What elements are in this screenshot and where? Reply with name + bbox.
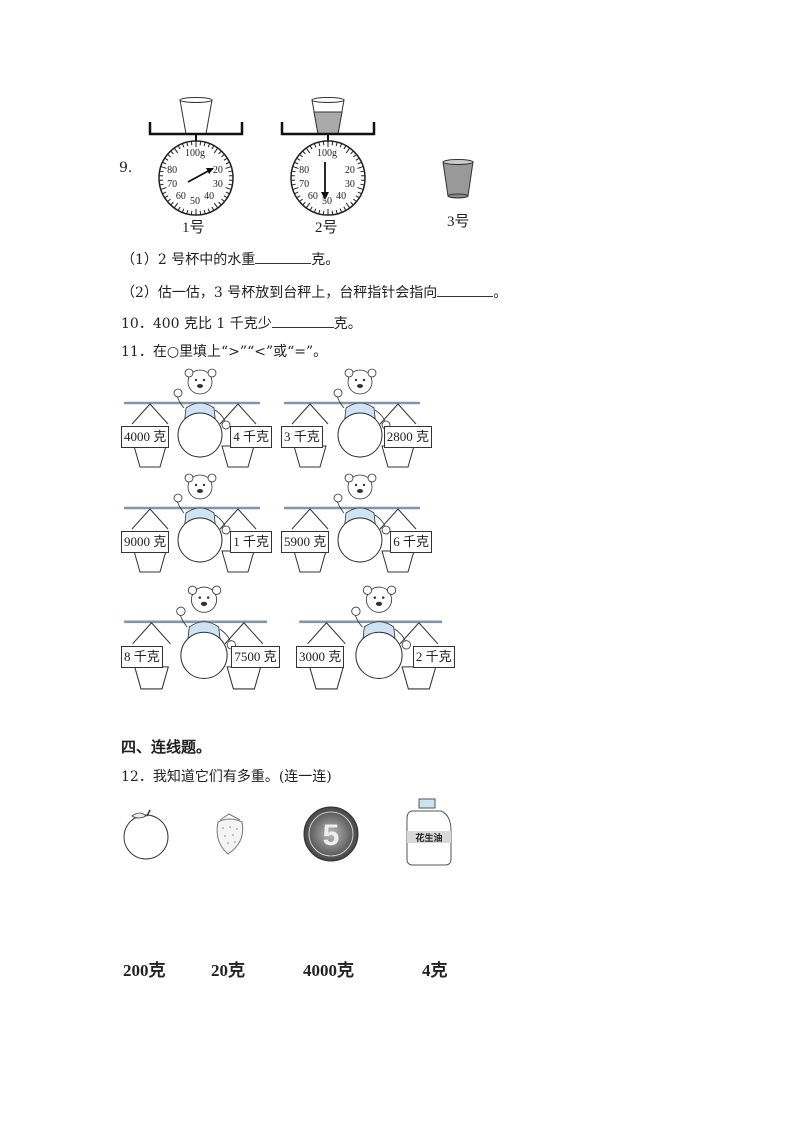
bear-scale-comparison: 3000 克 2 千克 — [295, 585, 455, 690]
right-weight-label: 7500 克 — [231, 645, 280, 668]
scales-illustration — [148, 97, 376, 216]
compare-circle[interactable] — [338, 413, 382, 457]
dial-number: 40 — [204, 191, 215, 203]
part-1-unit: 克。 — [311, 252, 340, 268]
question-9-number: 9. — [119, 160, 133, 176]
answer-blank[interactable] — [255, 249, 312, 264]
weight-option[interactable]: 4000克 — [303, 961, 354, 980]
dial-number: 60 — [175, 191, 186, 203]
question-10-unit: 克。 — [333, 316, 362, 332]
dial-number: 30 — [344, 179, 355, 191]
dial-number: 100g — [317, 148, 337, 159]
cup-1-label: 1号 — [182, 220, 205, 236]
section-4-title: 四、连线题。 — [121, 740, 212, 756]
cup-3-icon — [442, 159, 474, 199]
dial-number: 50 — [322, 196, 332, 207]
bear-scale-comparison: 9000 克 1 千克 — [120, 473, 272, 573]
apple-icon — [123, 809, 169, 860]
compare-circle[interactable] — [178, 518, 222, 562]
part-2-end: 。 — [493, 285, 508, 301]
left-weight-label: 9000 克 — [121, 531, 170, 553]
answer-blank[interactable] — [271, 313, 334, 328]
dial-number: 80 — [299, 164, 310, 176]
dial-number: 20 — [212, 164, 223, 176]
scale-1 — [148, 97, 244, 216]
dial-number: 100g — [185, 148, 205, 159]
cup-3-label: 3号 — [447, 214, 470, 230]
question-10-text: 10．400 克比 1 千克少 — [121, 316, 272, 332]
bear-scale-comparison: 8 千克 7500 克 — [120, 585, 280, 690]
compare-circle[interactable] — [338, 518, 382, 562]
question-9-part-2: （2）估一估，3 号杯放到台秤上，台秤指针会指向 。 — [121, 282, 507, 302]
dial-number: 60 — [307, 191, 318, 203]
right-weight-label: 6 千克 — [390, 531, 432, 553]
compare-circle[interactable] — [178, 413, 222, 457]
weight-option[interactable]: 4克 — [422, 961, 448, 980]
dial-number: 80 — [167, 164, 178, 176]
left-weight-label: 3 千克 — [281, 426, 323, 448]
weight-option[interactable]: 200克 — [123, 961, 166, 980]
left-weight-label: 5900 克 — [281, 531, 330, 553]
bear-scale-comparison: 3 千克 2800 克 — [280, 368, 432, 468]
weight-option[interactable]: 20克 — [211, 961, 245, 980]
dial-number: 50 — [190, 196, 200, 207]
question-12-prompt: 12．我知道它们有多重。(连一连) — [121, 769, 332, 785]
question-10: 10．400 克比 1 千克少 克。 — [121, 313, 362, 333]
coin-icon: 5 — [303, 806, 359, 862]
bear-scale-comparison: 5900 克 6 千克 — [280, 473, 432, 573]
right-weight-label: 1 千克 — [230, 531, 272, 553]
right-weight-label: 2800 克 — [383, 426, 432, 448]
dial-number: 40 — [336, 191, 347, 203]
answer-blank[interactable] — [437, 282, 494, 297]
part-2-text: （2）估一估，3 号杯放到台秤上，台秤指针会指向 — [121, 285, 438, 301]
dial-1 — [158, 140, 234, 216]
left-weight-label: 3000 克 — [296, 645, 345, 668]
cup-2-label: 2号 — [315, 220, 338, 236]
part-1-text: （1）2 号杯中的水重 — [121, 252, 256, 268]
left-weight-label: 8 千克 — [121, 645, 163, 668]
question-9-part-1: （1）2 号杯中的水重 克。 — [121, 249, 339, 269]
dial-number: 20 — [344, 164, 355, 176]
dial-2 — [290, 140, 366, 216]
right-weight-label: 4 千克 — [230, 426, 272, 448]
scale-2 — [280, 97, 376, 216]
question-11-prompt: 11．在○里填上“>”“<”或“=”。 — [121, 344, 328, 360]
dial-number: 70 — [167, 179, 178, 191]
left-weight-label: 4000 克 — [121, 426, 170, 448]
bear-scale-comparison: 4000 克 4 千克 — [120, 368, 272, 468]
oil-bottle-icon: 花生油 — [406, 798, 452, 866]
dial-number: 70 — [299, 179, 310, 191]
coin-digit: 5 — [323, 819, 340, 852]
oil-label: 花生油 — [415, 832, 442, 843]
strawberry-icon — [216, 813, 244, 855]
dial-number: 30 — [212, 179, 223, 191]
right-weight-label: 2 千克 — [412, 645, 455, 668]
